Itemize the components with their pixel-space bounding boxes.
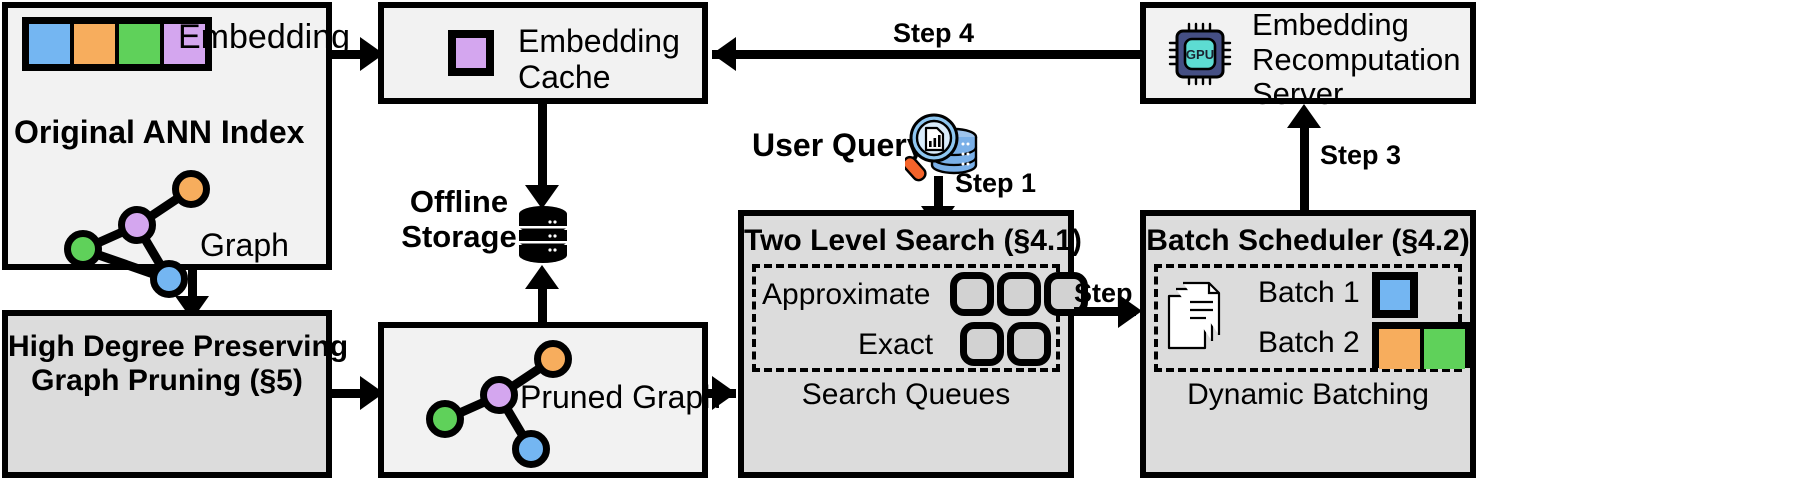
- color-chip-green: [119, 24, 160, 64]
- approximate-slot-1[interactable]: [950, 272, 994, 316]
- approximate-slot-2[interactable]: [997, 272, 1041, 316]
- batch-1-chip-1: [1372, 272, 1418, 318]
- graph-node-green: [64, 230, 102, 268]
- arrow-search-to-scheduler-stem: [1074, 307, 1136, 316]
- graph-pruning-box: [2, 310, 332, 478]
- pruned-graph-viz: [404, 338, 584, 468]
- graph-node-purple: [118, 206, 156, 244]
- original-ann-index-title: Original ANN Index: [14, 114, 305, 150]
- original-graph: [42, 168, 232, 298]
- documents-icon: [1166, 280, 1224, 352]
- embedding-chip-strip: [22, 17, 212, 71]
- exact-slot-1[interactable]: [960, 322, 1004, 366]
- offline-storage-label: Offline Storage: [401, 184, 517, 254]
- dynamic-batching-region: [1154, 264, 1462, 372]
- arrow-server-to-cache-stem: [712, 50, 1140, 59]
- pruned-graph-label: Pruned Graph: [520, 379, 722, 415]
- graph-node-purple: [480, 376, 518, 414]
- embedding-cache-title: Embedding Cache: [518, 23, 680, 95]
- color-chip-orange: [1379, 329, 1420, 369]
- batch-1-label: Batch 1: [1258, 276, 1360, 309]
- color-chip-blue: [29, 24, 70, 64]
- recompute-server-title: Embedding Recomputation Server: [1252, 7, 1461, 112]
- embedding-cache-chip: [448, 30, 494, 76]
- search-queues-footer: Search Queues: [801, 378, 1011, 411]
- graph-label: Graph: [200, 227, 289, 263]
- search-queues-region: [752, 264, 1060, 372]
- arrow-search-to-scheduler-head: [1118, 294, 1142, 328]
- approximate-label: Approximate: [762, 278, 931, 311]
- two-level-search-title: Two Level Search (§4.1): [744, 224, 1082, 257]
- search-database-icon: [902, 110, 981, 186]
- step-3-label: Step 3: [1320, 140, 1402, 170]
- color-chip-purple: [164, 24, 205, 64]
- database-icon: [518, 205, 568, 263]
- graph-node-blue: [512, 430, 550, 468]
- arrow-pruned-to-storage-head: [525, 265, 559, 289]
- arrow-query-to-search-stem: [934, 176, 943, 218]
- arrow-index-to-pruning-stem: [188, 270, 197, 308]
- step-1-label: Step 1: [955, 168, 1037, 198]
- graph-node-green: [426, 400, 464, 438]
- arrow-server-to-cache-head: [712, 37, 736, 71]
- step-4-label: Step 4: [893, 18, 975, 48]
- arrow-index-to-cache-stem: [332, 50, 368, 59]
- arrow-scheduler-to-server-stem: [1300, 122, 1309, 210]
- arrow-pruning-to-pruned-stem: [332, 389, 368, 398]
- gpu-icon: GPU: [1168, 22, 1232, 86]
- graph-node-orange: [534, 340, 572, 378]
- graph-node-blue: [150, 260, 188, 298]
- batch-2-label: Batch 2: [1258, 326, 1360, 359]
- embedding-label: Embedding: [178, 18, 351, 56]
- arrow-cache-to-storage-head: [525, 185, 559, 209]
- arrow-scheduler-to-server-head: [1287, 104, 1321, 128]
- embedding-cache-box: [378, 2, 708, 104]
- batch-2-chip-strip: [1372, 322, 1472, 369]
- exact-label: Exact: [858, 328, 934, 361]
- user-query-label: User Query: [752, 127, 925, 163]
- graph-pruning-title: High Degree Preserving Graph Pruning (§5…: [8, 330, 349, 397]
- arrow-pruned-to-search-head: [712, 376, 736, 410]
- color-chip-green: [1424, 329, 1465, 369]
- arrow-pruned-to-storage-stem: [538, 280, 547, 322]
- graph-node-orange: [172, 170, 210, 208]
- gpu-icon-text: GPU: [1186, 47, 1214, 62]
- color-chip-orange: [74, 24, 115, 64]
- dynamic-batching-footer: Dynamic Batching: [1187, 378, 1429, 411]
- exact-slot-2[interactable]: [1007, 322, 1051, 366]
- arrow-cache-to-storage-stem: [538, 104, 547, 196]
- batch-scheduler-title: Batch Scheduler (§4.2): [1146, 224, 1470, 257]
